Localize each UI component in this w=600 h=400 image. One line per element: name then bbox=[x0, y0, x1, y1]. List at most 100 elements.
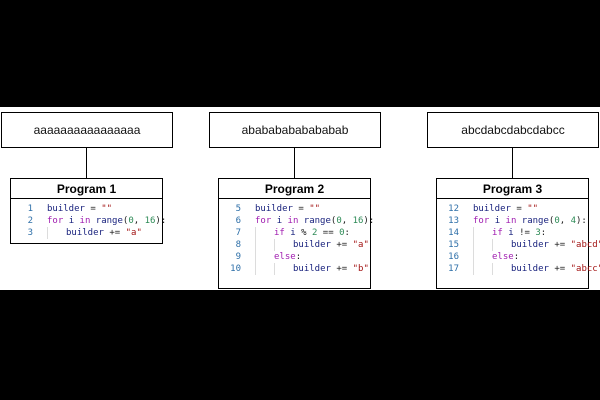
code-token: ( bbox=[330, 216, 337, 226]
line-number: 7 bbox=[235, 228, 241, 238]
code-token: "a" bbox=[125, 228, 142, 238]
code-token: builder bbox=[511, 240, 549, 250]
code-token: in bbox=[505, 216, 517, 226]
code-token: else bbox=[492, 252, 514, 262]
code-token: in bbox=[79, 216, 91, 226]
code-token: if bbox=[492, 228, 503, 238]
code-token: i bbox=[494, 216, 501, 226]
code-token: range bbox=[303, 216, 331, 226]
indent-guide bbox=[255, 251, 274, 263]
code-token: ): bbox=[363, 216, 375, 226]
line-number: 3 bbox=[27, 228, 33, 238]
code-token: : bbox=[540, 228, 547, 238]
code-token: 16 bbox=[144, 216, 156, 226]
indent-guide bbox=[492, 263, 511, 275]
indent-guide bbox=[255, 263, 274, 275]
code-token: 0 bbox=[336, 216, 342, 226]
code-token: 0 bbox=[554, 216, 560, 226]
code-token: += bbox=[548, 264, 571, 274]
code-token: builder bbox=[47, 204, 85, 214]
indent-guide bbox=[274, 263, 293, 275]
line-number: 6 bbox=[235, 216, 241, 226]
line-number: 15 bbox=[448, 240, 459, 250]
code-token: i bbox=[290, 228, 296, 238]
output-box-2: abababababababab bbox=[209, 112, 381, 148]
code-token: , bbox=[559, 216, 571, 226]
code-token: += bbox=[330, 240, 353, 250]
code-token: ): bbox=[155, 216, 167, 226]
code-token: in bbox=[287, 216, 299, 226]
output-text-3: abcdabcdabcdabcc bbox=[461, 123, 565, 137]
program-title-1: Program 1 bbox=[11, 179, 162, 199]
line-number: 1 bbox=[27, 204, 33, 214]
indent-guide bbox=[255, 239, 274, 251]
code-token: == bbox=[317, 228, 340, 238]
indent-guide bbox=[47, 227, 66, 239]
code-token: += bbox=[103, 228, 126, 238]
code-token: "" bbox=[101, 204, 113, 214]
code-token: for bbox=[255, 216, 272, 226]
connector-line-1 bbox=[86, 148, 87, 178]
code-token: 16 bbox=[352, 216, 364, 226]
code-token: i bbox=[276, 216, 283, 226]
line-number: 12 bbox=[448, 204, 459, 214]
code-token: = bbox=[84, 204, 102, 214]
code-token: range bbox=[95, 216, 123, 226]
code-token: ( bbox=[122, 216, 129, 226]
code-token: = bbox=[292, 204, 310, 214]
code-token: "b" bbox=[352, 264, 369, 274]
line-number: 10 bbox=[230, 264, 241, 274]
indent-guide bbox=[473, 251, 492, 263]
code-token: i bbox=[508, 228, 514, 238]
code-token: : bbox=[295, 252, 302, 262]
code-token: : bbox=[344, 228, 350, 238]
code-token: 4 bbox=[570, 216, 576, 226]
code-token: != bbox=[513, 228, 536, 238]
code-token: = bbox=[510, 204, 528, 214]
code-line: 16 else: bbox=[437, 251, 588, 263]
code-token: 0 bbox=[339, 228, 345, 238]
line-number: 16 bbox=[448, 252, 459, 262]
code-token: i bbox=[68, 216, 75, 226]
code-token: if bbox=[274, 228, 285, 238]
line-number: 9 bbox=[235, 252, 241, 262]
indent-guide bbox=[255, 227, 274, 239]
code-token: : bbox=[513, 252, 520, 262]
line-number: 5 bbox=[235, 204, 241, 214]
output-text-2: abababababababab bbox=[241, 123, 349, 137]
line-number: 14 bbox=[448, 228, 459, 238]
connector-line-3 bbox=[512, 148, 513, 178]
code-token: 3 bbox=[535, 228, 541, 238]
output-text-1: aaaaaaaaaaaaaaaa bbox=[33, 123, 141, 137]
code-token: "abcd" bbox=[570, 240, 600, 250]
indent-guide bbox=[473, 239, 492, 251]
code-line: 14 if i != 3: bbox=[437, 227, 588, 239]
code-token: , bbox=[133, 216, 145, 226]
line-number: 2 bbox=[27, 216, 33, 226]
code-token: "a" bbox=[352, 240, 369, 250]
indent-guide bbox=[274, 239, 293, 251]
code-token: else bbox=[274, 252, 296, 262]
program-title-2: Program 2 bbox=[219, 179, 370, 199]
line-number: 8 bbox=[235, 240, 241, 250]
code-token: ( bbox=[548, 216, 555, 226]
code-token: , bbox=[341, 216, 353, 226]
code-token: "" bbox=[527, 204, 539, 214]
program-title-3: Program 3 bbox=[437, 179, 588, 199]
code-token: for bbox=[47, 216, 64, 226]
code-token: += bbox=[330, 264, 353, 274]
code-token: ): bbox=[576, 216, 587, 226]
connector-line-2 bbox=[294, 148, 295, 178]
code-line: 1 builder = "" bbox=[11, 203, 162, 215]
output-box-3: abcdabcdabcdabcc bbox=[427, 112, 599, 148]
indent-guide bbox=[492, 239, 511, 251]
